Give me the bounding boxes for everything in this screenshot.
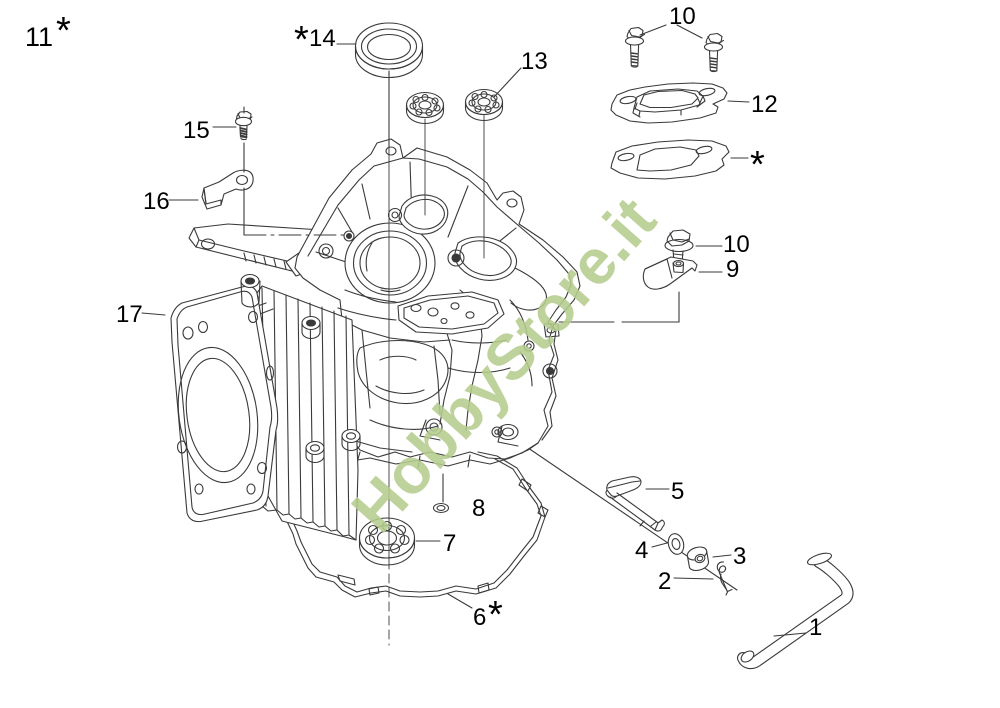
svg-text:11: 11 — [25, 22, 53, 52]
svg-text:4: 4 — [635, 537, 648, 564]
svg-text:*: * — [56, 10, 71, 52]
svg-text:17: 17 — [116, 301, 143, 328]
svg-text:*: * — [488, 594, 503, 636]
svg-text:12: 12 — [751, 91, 778, 118]
svg-text:8: 8 — [472, 495, 485, 522]
svg-text:1: 1 — [809, 614, 822, 641]
svg-text:13: 13 — [521, 48, 548, 75]
svg-text:2: 2 — [658, 568, 671, 595]
svg-text:15: 15 — [183, 117, 210, 144]
svg-text:*: * — [294, 19, 309, 61]
svg-text:7: 7 — [443, 530, 456, 557]
svg-text:9: 9 — [726, 256, 739, 283]
svg-text:10: 10 — [669, 3, 696, 30]
svg-text:3: 3 — [733, 543, 746, 570]
svg-text:*: * — [750, 144, 765, 186]
svg-text:10: 10 — [723, 231, 750, 258]
svg-text:5: 5 — [671, 478, 684, 505]
svg-text:16: 16 — [143, 188, 170, 215]
svg-text:14: 14 — [309, 25, 336, 52]
svg-text:6: 6 — [473, 604, 486, 631]
